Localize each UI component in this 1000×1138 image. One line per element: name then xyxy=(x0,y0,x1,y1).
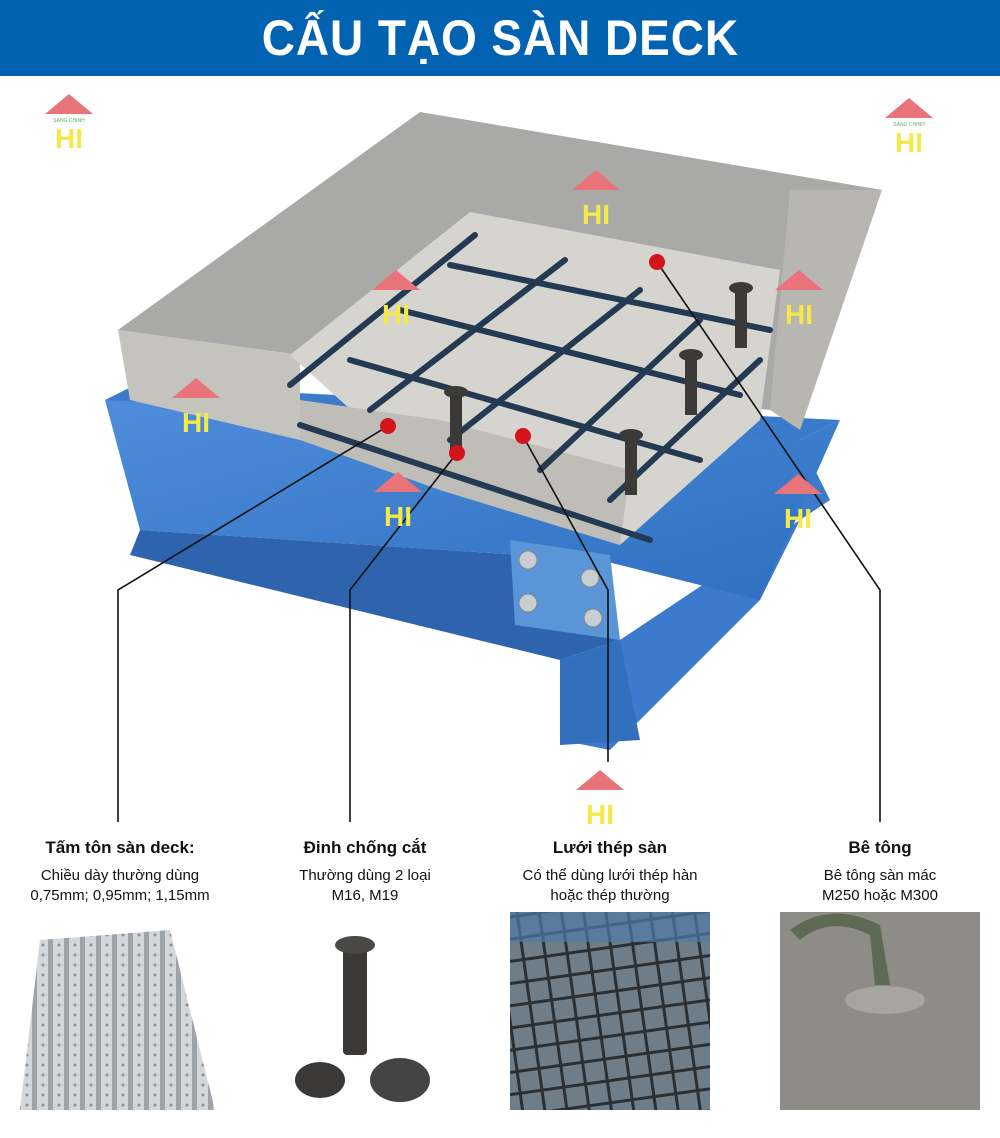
svg-text:HI: HI xyxy=(384,501,412,532)
svg-text:HI: HI xyxy=(582,199,610,230)
leader-lines xyxy=(117,261,881,822)
concrete-pour-photo xyxy=(780,912,980,1110)
component-title: Bê tông xyxy=(848,838,912,857)
component-title: Lưới thép sàn xyxy=(552,838,668,857)
component-desc: hoặc thép thường xyxy=(550,887,670,904)
component-desc: Chiều dày thường dùng xyxy=(40,867,200,884)
component-concrete: Bê tông Bê tông sàn mác M250 hoặc M300 xyxy=(780,838,980,906)
component-shear-stud: Đinh chống cắt Thường dùng 2 loại M16, M… xyxy=(265,838,465,906)
svg-text:HI: HI xyxy=(382,299,410,330)
page-title: CẤU TẠO SÀN DECK xyxy=(261,10,739,66)
component-desc: 0,75mm; 0,95mm; 1,15mm xyxy=(30,887,210,904)
component-deck-sheet: Tấm tôn sàn deck: Chiều dày thường dùng … xyxy=(0,838,240,906)
rebar-mesh-photo xyxy=(510,912,710,1110)
shear-studs xyxy=(444,282,753,495)
component-title: Tấm tôn sàn deck: xyxy=(45,838,195,857)
component-title: Đinh chống cắt xyxy=(303,838,427,857)
svg-text:HI: HI xyxy=(784,503,812,534)
component-desc: Có thể dùng lưới thép hàn xyxy=(522,867,698,884)
svg-text:HI: HI xyxy=(895,127,923,158)
component-rebar-mesh: Lưới thép sàn Có thể dùng lưới thép hàn … xyxy=(490,838,730,906)
svg-text:HI: HI xyxy=(785,299,813,330)
component-desc: M16, M19 xyxy=(331,887,399,904)
svg-text:SANG CHINH: SANG CHINH xyxy=(53,118,85,124)
marker-dots xyxy=(380,254,665,461)
svg-text:HI: HI xyxy=(55,123,83,154)
component-desc: Thường dùng 2 loại xyxy=(299,867,431,884)
component-desc: Bê tông sàn mác xyxy=(823,867,937,884)
svg-text:HI: HI xyxy=(182,407,210,438)
header-banner: CẤU TẠO SÀN DECK xyxy=(0,0,1000,76)
component-desc: M250 hoặc M300 xyxy=(822,887,938,904)
svg-text:SANG CHINH: SANG CHINH xyxy=(893,122,925,128)
shear-stud-photo xyxy=(295,936,430,1102)
svg-text:HI: HI xyxy=(586,799,614,830)
deck-sheet-photo xyxy=(20,930,215,1110)
